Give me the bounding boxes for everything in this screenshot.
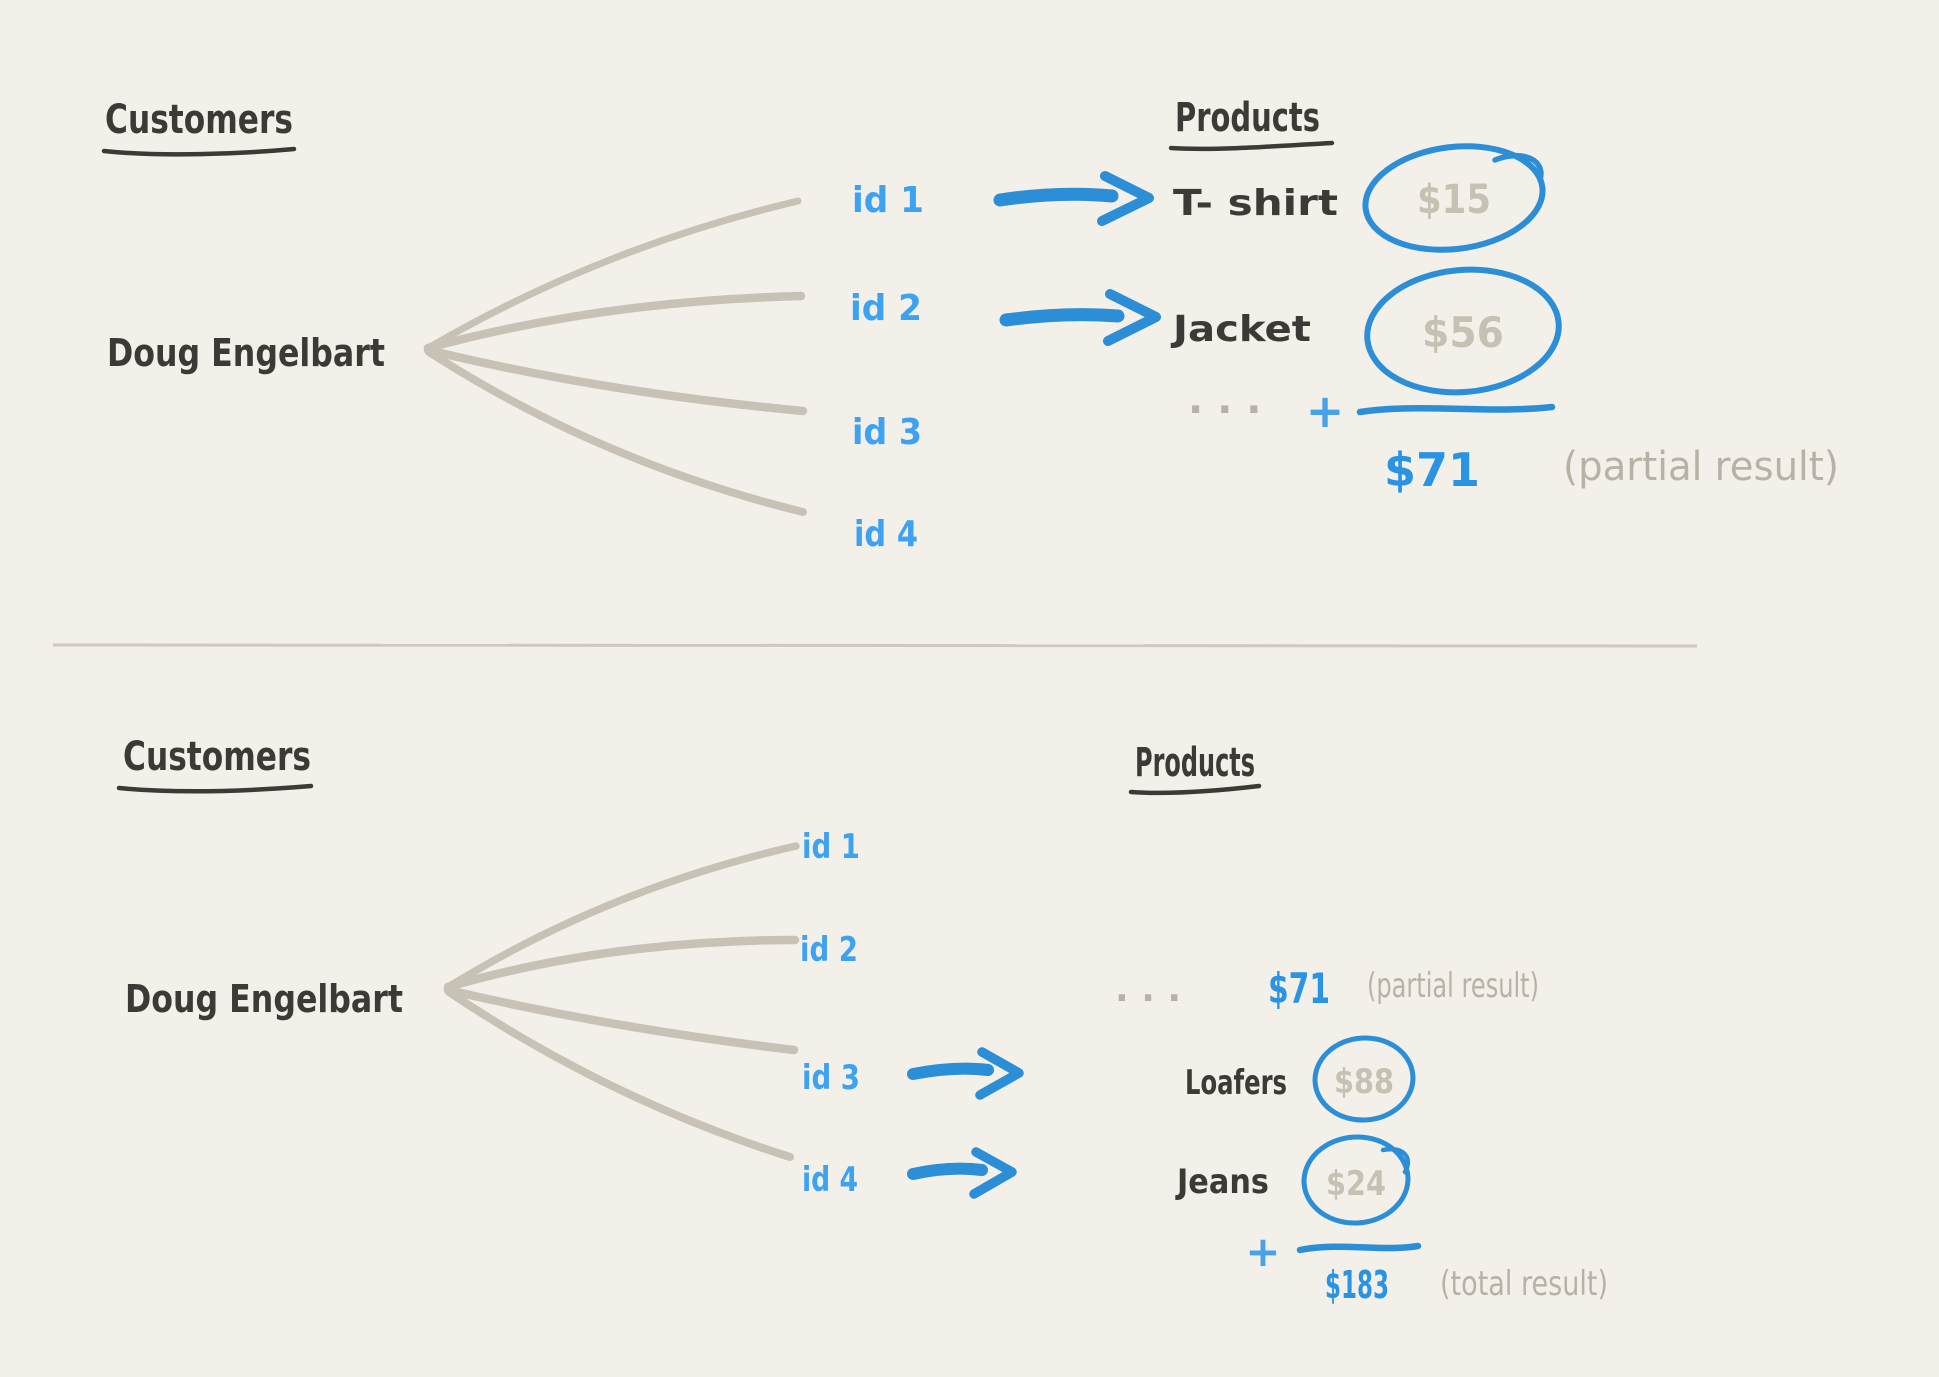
circle-outline [1301, 1134, 1411, 1226]
order-id-label: id 3 [852, 412, 922, 453]
total-result-note: (total result) [1440, 1264, 1608, 1304]
products-heading: Products [1175, 95, 1320, 141]
order-id-label: id 2 [850, 288, 922, 329]
plus-sign: + [1306, 384, 1345, 438]
price-circle: $24 [1301, 1134, 1411, 1226]
products-underline [1128, 783, 1262, 796]
products-underline [1168, 140, 1335, 152]
arrow-shaft [999, 308, 1125, 327]
fan-line [443, 935, 800, 992]
map-arrow [907, 1147, 1017, 1199]
order-id-label: id 3 [802, 1058, 860, 1098]
customer-name: Doug Engelbart [107, 331, 385, 375]
map-arrow [907, 1047, 1024, 1100]
fan-line [425, 348, 807, 516]
bottom-panel: Customers Doug Engelbart id 1 id 2 id 3 … [116, 734, 1608, 1307]
customers-underline [101, 146, 297, 157]
price-value: $56 [1422, 308, 1504, 357]
order-id-label: id 4 [802, 1160, 858, 1200]
arrow-head [1097, 171, 1154, 226]
order-id-label: id 2 [800, 930, 858, 970]
customer-name: Doug Engelbart [125, 977, 403, 1021]
map-arrow [993, 171, 1154, 226]
circle-outline [1312, 1035, 1416, 1123]
price-circle: $88 [1312, 1035, 1416, 1123]
price-value: $15 [1417, 177, 1491, 223]
sum-line [1296, 1242, 1422, 1254]
products-heading: Products [1135, 740, 1255, 786]
order-id-label: id 1 [852, 180, 924, 221]
top-panel: Customers Doug Engelbart id 1 id 2 id 3 … [101, 95, 1839, 555]
price-value: $24 [1326, 1164, 1386, 1204]
customers-underline [116, 783, 314, 794]
product-label: Jeans [1175, 1162, 1269, 1202]
price-circle: $15 [1362, 143, 1546, 253]
arrow-shaft [907, 1062, 994, 1080]
fan-line [445, 988, 794, 1161]
fan-line [426, 197, 802, 351]
order-id-label: id 1 [802, 827, 860, 867]
carried-partial-value: $71 [1268, 964, 1330, 1013]
price-circle: $56 [1364, 266, 1562, 396]
fan-line [446, 842, 800, 990]
circle-flourish [1492, 153, 1544, 183]
sum-line [1356, 403, 1556, 416]
arrow-head [975, 1047, 1024, 1100]
circle-flourish [1380, 1146, 1411, 1175]
order-id-label: id 4 [854, 514, 918, 555]
partial-result-note: (partial result) [1367, 966, 1539, 1006]
arrow-shaft [907, 1162, 988, 1180]
total-sum-value: $183 [1325, 1263, 1389, 1307]
map-arrow [999, 289, 1161, 346]
panel-divider [52, 643, 1698, 648]
ellipsis: . . . [1115, 969, 1181, 1010]
customers-heading: Customers [105, 97, 293, 143]
product-label: Loafers [1185, 1063, 1287, 1103]
price-value: $88 [1334, 1062, 1394, 1102]
product-label: T- shirt [1173, 183, 1338, 224]
circle-outline [1362, 143, 1546, 253]
arrow-shaft [993, 187, 1119, 207]
fan-line [423, 345, 808, 416]
arrow-head [1103, 289, 1161, 346]
plus-sign: + [1245, 1227, 1280, 1276]
arrow-head [969, 1147, 1017, 1199]
partial-sum-value: $71 [1384, 443, 1480, 497]
fan-line [443, 985, 799, 1055]
fan-line [423, 291, 806, 353]
ellipsis: . . . [1188, 377, 1261, 423]
circle-outline [1364, 266, 1562, 396]
customers-heading: Customers [123, 734, 311, 780]
partial-result-note: (partial result) [1563, 444, 1839, 490]
product-label: Jacket [1170, 309, 1311, 350]
